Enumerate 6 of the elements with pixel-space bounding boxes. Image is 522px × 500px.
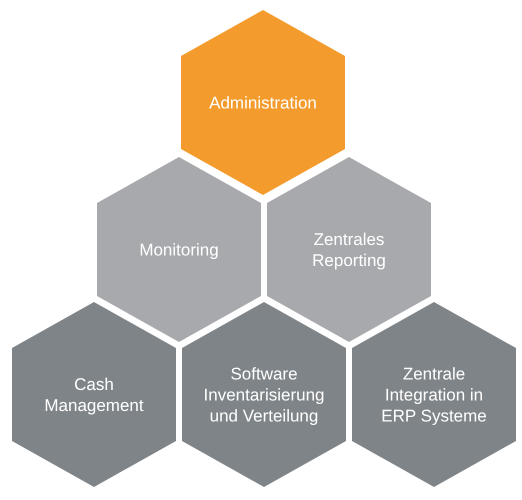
hexagon-label: Zentrales Reporting	[311, 228, 387, 270]
hexagon-label: Cash Management	[43, 374, 145, 416]
hexagon-label: Zentrale Integration in ERP Systeme	[380, 363, 488, 426]
hexagon-label: Administration	[208, 92, 318, 113]
hexagon-label: Software Inventarisierung und Verteilung	[202, 363, 326, 426]
hexagon-label: Monitoring	[138, 239, 220, 260]
